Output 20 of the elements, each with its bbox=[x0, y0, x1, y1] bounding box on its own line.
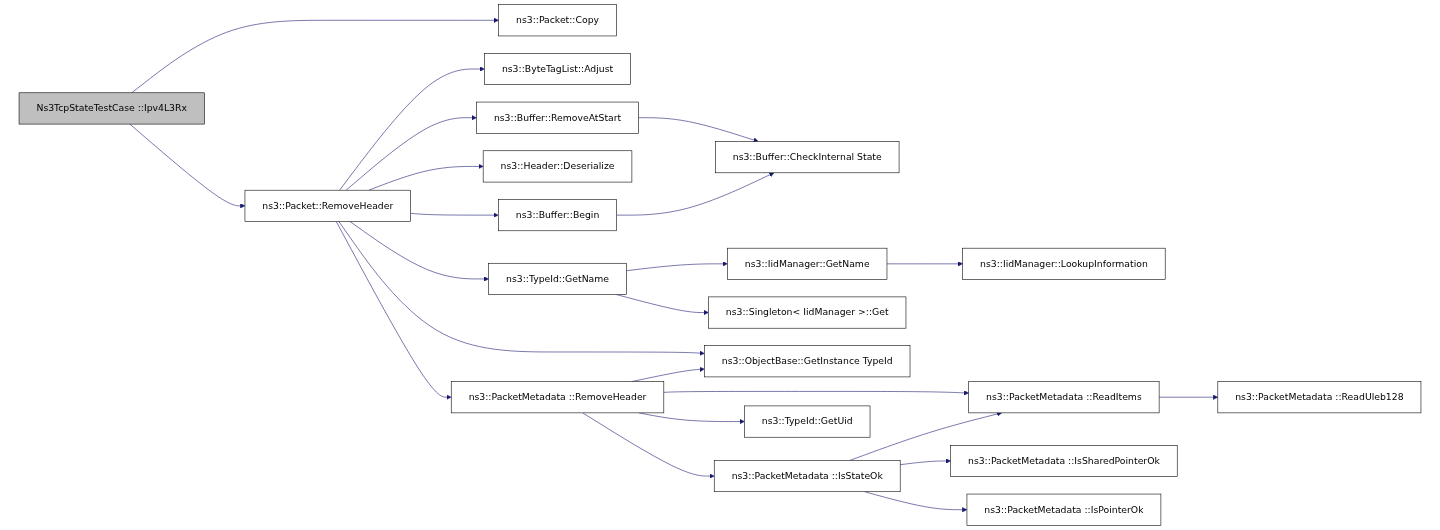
node-box: ns3::Buffer::Begin bbox=[498, 199, 617, 232]
node-box: ns3::Packet::Copy bbox=[498, 4, 617, 37]
node-box: ns3::TypeId::GetName bbox=[488, 262, 627, 295]
node-box: ns3::IidManager::LookupInformation bbox=[962, 247, 1166, 280]
node-box: ns3::ByteTagList::Adjust bbox=[484, 53, 631, 85]
node-box: ns3::PacketMetadata ::IsPointerOk bbox=[966, 493, 1162, 526]
node-box: ns3::PacketMetadata ::ReadUleb128 bbox=[1217, 381, 1422, 414]
node-box: ns3::Header::Deserialize bbox=[482, 150, 633, 183]
node-box: ns3::PacketMetadata ::ReadItems bbox=[968, 381, 1160, 414]
node-box: ns3::TypeId::GetUid bbox=[744, 405, 871, 438]
node-box: ns3::Buffer::CheckInternal State bbox=[715, 141, 900, 174]
node-box: ns3::Singleton< IidManager >::Get bbox=[708, 296, 907, 329]
node-box: ns3::PacketMetadata ::RemoveHeader bbox=[450, 381, 665, 414]
node-box: ns3::ObjectBase::GetInstance TypeId bbox=[704, 345, 911, 378]
node-box: ns3::PacketMetadata ::IsSharedPointerOk bbox=[950, 445, 1178, 477]
node-box: ns3::PacketMetadata ::IsStateOk bbox=[713, 460, 901, 493]
node-box: ns3::Buffer::RemoveAtStart bbox=[476, 101, 639, 134]
node-box: Ns3TcpStateTestCase ::Ipv4L3Rx bbox=[18, 92, 205, 125]
node-box: ns3::Packet::RemoveHeader bbox=[244, 189, 411, 222]
node-box: ns3::IidManager::GetName bbox=[727, 247, 888, 280]
